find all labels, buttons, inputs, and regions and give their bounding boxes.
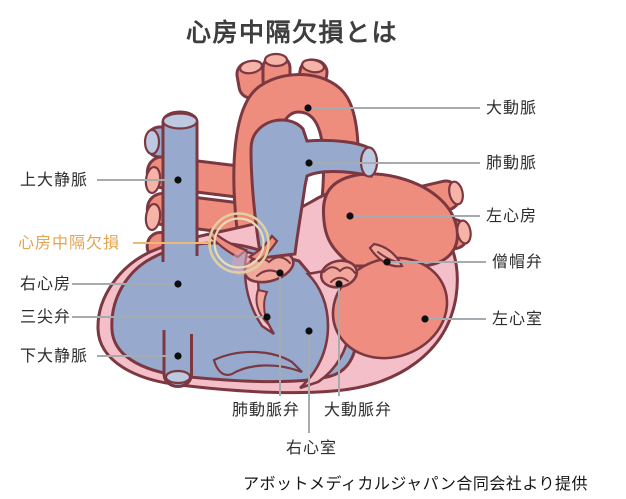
- label-right-ventricle: 右心室: [286, 438, 338, 457]
- label-left-atrium: 左心房: [486, 206, 538, 225]
- label-tricuspid-valve: 三尖弁: [20, 307, 72, 326]
- label-pulmonary-artery: 肺動脈: [486, 153, 538, 172]
- aortic-valve-shape: [319, 259, 359, 289]
- credit-text: アボットメディカルジャパン合同会社より提供: [243, 474, 589, 493]
- label-superior-vena-cava: 上大静脈: [20, 170, 89, 189]
- leader-dots: [174, 104, 429, 360]
- left-atrium-region: [321, 172, 472, 268]
- page-title: 心房中隔欠損とは: [186, 18, 399, 47]
- label-aortic-valve: 大動脈弁: [324, 400, 393, 419]
- label-mitral-valve: 僧帽弁: [492, 252, 544, 271]
- left-ventricle-interior: [331, 256, 449, 360]
- label-left-ventricle: 左心室: [492, 309, 544, 328]
- label-inferior-vena-cava: 下大静脈: [20, 346, 89, 365]
- label-aorta: 大動脈: [486, 98, 538, 117]
- label-right-atrium: 右心房: [20, 274, 72, 293]
- label-atrial-septal-defect: 心房中隔欠損: [18, 233, 121, 252]
- superior-vena-cava-vessel: [161, 110, 199, 262]
- leader-lines: [72, 107, 486, 433]
- label-pulmonary-valve: 肺動脈弁: [232, 400, 301, 419]
